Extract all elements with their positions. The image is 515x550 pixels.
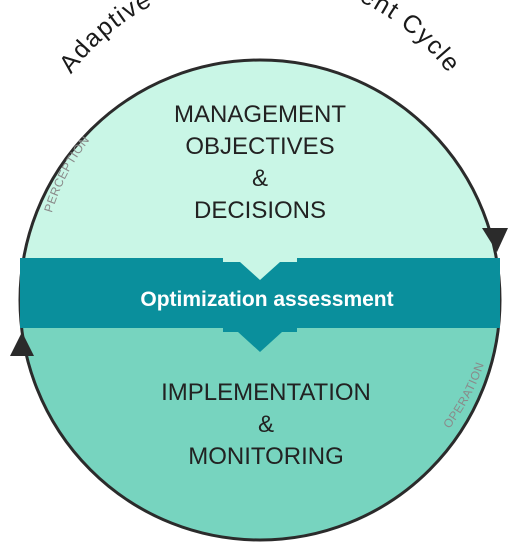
top-line-3: & <box>252 165 268 192</box>
optimization-assessment-label: Optimization assessment <box>140 288 393 311</box>
bottom-line-3: MONITORING <box>188 443 344 470</box>
cycle-arrowhead-left-icon <box>10 332 34 356</box>
top-line-1: MANAGEMENT <box>174 101 346 128</box>
cycle-ring-top <box>18 58 502 301</box>
bottom-line-2: & <box>258 411 274 438</box>
cycle-ring-bottom <box>18 299 502 542</box>
cycle-arrowhead-right-icon <box>482 228 508 252</box>
top-line-4: DECISIONS <box>194 197 326 224</box>
bottom-line-1: IMPLEMENTATION <box>161 379 371 406</box>
arrow-down-dark-icon <box>223 328 297 352</box>
arrow-down-light-icon <box>223 258 297 280</box>
top-line-2: OBJECTIVES <box>185 133 334 160</box>
